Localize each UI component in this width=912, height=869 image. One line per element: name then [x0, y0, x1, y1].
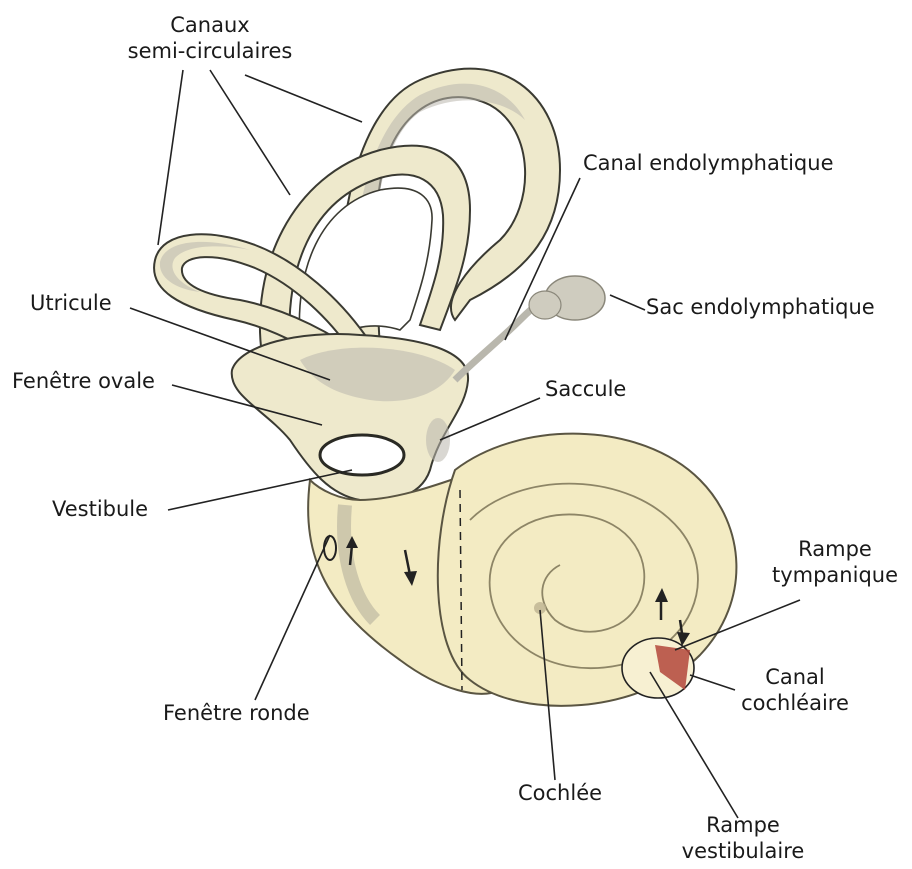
label-canal-cochleaire-line1: Canal: [730, 664, 860, 690]
label-rampe-tympanique-line2: tympanique: [765, 562, 905, 588]
label-canal-cochleaire: Canal cochléaire: [730, 664, 860, 716]
label-canaux-line1: Canaux: [95, 12, 325, 38]
label-rampe-vestibulaire-line1: Rampe: [668, 812, 818, 838]
label-cochlee: Cochlée: [518, 780, 602, 806]
label-rampe-tympanique-line1: Rampe: [765, 536, 905, 562]
label-canal-cochleaire-line2: cochléaire: [730, 690, 860, 716]
label-vestibule: Vestibule: [52, 496, 148, 522]
label-utricule: Utricule: [30, 290, 112, 316]
label-rampe-vestibulaire: Rampe vestibulaire: [668, 812, 818, 864]
oval-window: [320, 435, 404, 475]
label-sac-endolymphatique: Sac endolymphatique: [646, 294, 875, 320]
cochlea-spiral: [438, 434, 737, 706]
vestibule-body: [232, 334, 468, 502]
saccule-shape: [426, 418, 450, 462]
label-saccule: Saccule: [545, 376, 626, 402]
label-canaux-line2: semi-circulaires: [95, 38, 325, 64]
label-fenetre-ovale: Fenêtre ovale: [12, 368, 155, 394]
label-canaux-semicirculaires: Canaux semi-circulaires: [95, 12, 325, 64]
label-rampe-tympanique: Rampe tympanique: [765, 536, 905, 588]
label-canal-endolymphatique: Canal endolymphatique: [583, 150, 833, 176]
label-rampe-vestibulaire-line2: vestibulaire: [668, 838, 818, 864]
label-fenetre-ronde: Fenêtre ronde: [163, 700, 310, 726]
